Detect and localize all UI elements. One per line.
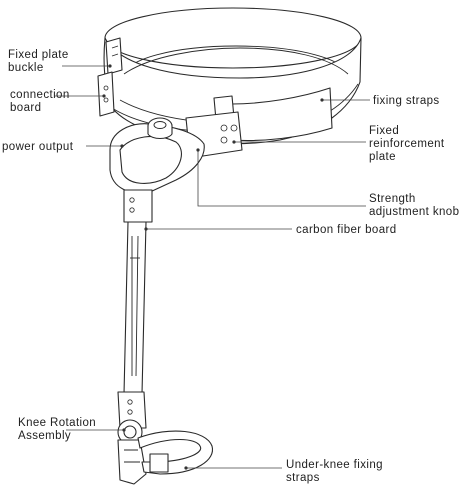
label-power-output: power output — [2, 141, 74, 153]
connection-board — [97, 71, 115, 117]
knee-rotation-assembly — [117, 419, 147, 485]
carbon-fiber-board — [123, 221, 147, 395]
label-knee-rotation-assembly: Knee Rotation Assembly — [18, 417, 100, 442]
leader-lines — [54, 64, 370, 470]
label-strength-adjustment-knob: Strength adjustment knob — [369, 193, 459, 218]
label-under-knee-fixing-straps: Under-knee fixing straps — [286, 459, 387, 484]
lower-bracket — [117, 391, 147, 429]
hip-actuator — [109, 117, 205, 194]
upper-bracket — [123, 189, 153, 223]
label-connection-board: connection board — [10, 89, 73, 114]
label-fixed-plate-buckle: Fixed plate buckle — [8, 49, 72, 74]
fixed-plate-buckle — [105, 37, 123, 75]
under-knee-strap — [137, 430, 214, 475]
labels: Fixed plate buckle connection board powe… — [2, 49, 459, 484]
label-fixed-reinforcement-plate: Fixed reinforcement plate — [369, 125, 448, 163]
label-fixing-straps: fixing straps — [373, 95, 440, 107]
label-carbon-fiber-board: carbon fiber board — [296, 224, 397, 236]
